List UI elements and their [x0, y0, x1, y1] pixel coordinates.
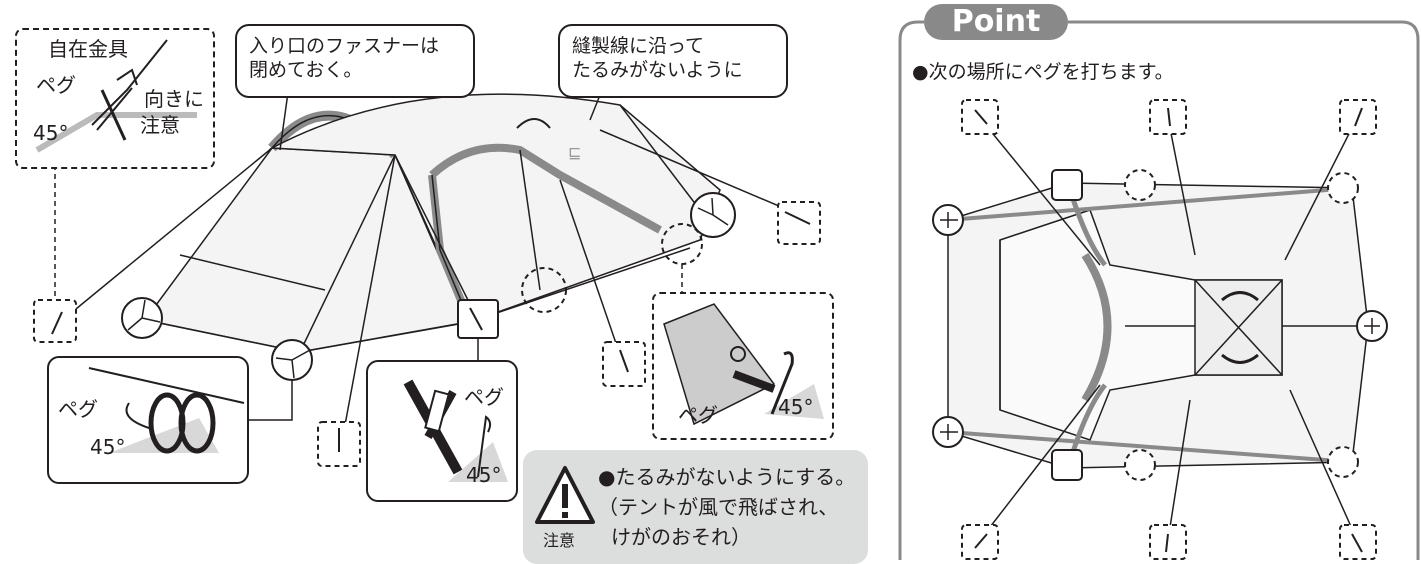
inset-buckle-peg-detail [366, 360, 518, 502]
peg-point-square-top [1051, 169, 1083, 201]
buckle-peg-illustration [403, 379, 508, 482]
loop-peg-illustration [88, 367, 245, 454]
stake-box-left [33, 299, 77, 343]
label-direction-2: 注意 [140, 113, 180, 137]
ring-peg-illustration [663, 303, 824, 426]
peg-point-square-bottom [1051, 449, 1083, 481]
stake-box-right [777, 201, 821, 245]
callout-zipper-line1: 入り口のファスナーは [249, 35, 440, 57]
warning-triangle-icon [535, 466, 595, 524]
stake-box-br [1339, 524, 1377, 560]
guy-point-dashed-circle-br [1327, 446, 1359, 478]
inset-loop-peg-detail [47, 356, 249, 484]
label-adjuster: 自在金具 [48, 37, 128, 61]
caution-line2: （テントが風で飛ばされ、 [598, 495, 839, 519]
tent-rear-arch [429, 143, 662, 234]
label-angle: 45° [466, 463, 502, 487]
caution-icon-label: 注意 [543, 531, 576, 550]
label-peg: ペグ [464, 385, 504, 409]
label-direction-1: 向きに [144, 87, 204, 111]
label-angle: 45° [778, 395, 814, 419]
svg-text:⊑: ⊑ [568, 143, 581, 162]
label-peg: ペグ [678, 403, 718, 427]
guy-point-dashed-circle-tr [1327, 172, 1359, 204]
inset-ring-peg-detail [652, 292, 834, 440]
inset-adjuster-detail [15, 28, 215, 169]
stake-box-mid [602, 341, 646, 387]
guy-point-dashed-circle-1 [521, 267, 567, 313]
caution-box: 注意 ●たるみがないようにする。 （テントが風で飛ばされ、 けがのおそれ） [523, 450, 868, 564]
adjuster-illustration [35, 39, 197, 153]
callout-zipper: 入り口のファスナーは 閉めておく。 [235, 24, 475, 98]
label-peg: ペグ [36, 73, 76, 97]
label-angle: 45° [33, 121, 69, 145]
point-instruction: ●次の場所にペグを打ちます。 [912, 61, 1174, 83]
callout-seam-line2: たるみがないように [572, 59, 743, 81]
label-peg: ペグ [58, 397, 98, 421]
caution-line1: ●たるみがないようにする。 [598, 465, 856, 489]
guy-point-dashed-circle-bc [1124, 449, 1156, 481]
caution-line3: けがのおそれ） [611, 525, 751, 549]
callout-seam-line1: 縫製線に沿って [572, 35, 705, 57]
guy-point-dashed-circle-tc [1124, 169, 1156, 201]
point-badge: Point [924, 4, 1068, 40]
tent-roof [269, 93, 721, 323]
label-angle: 45° [90, 435, 126, 459]
callout-seam: 縫製線に沿って たるみがないように [558, 24, 788, 98]
callout-zipper-line2: 閉めておく。 [249, 59, 363, 81]
